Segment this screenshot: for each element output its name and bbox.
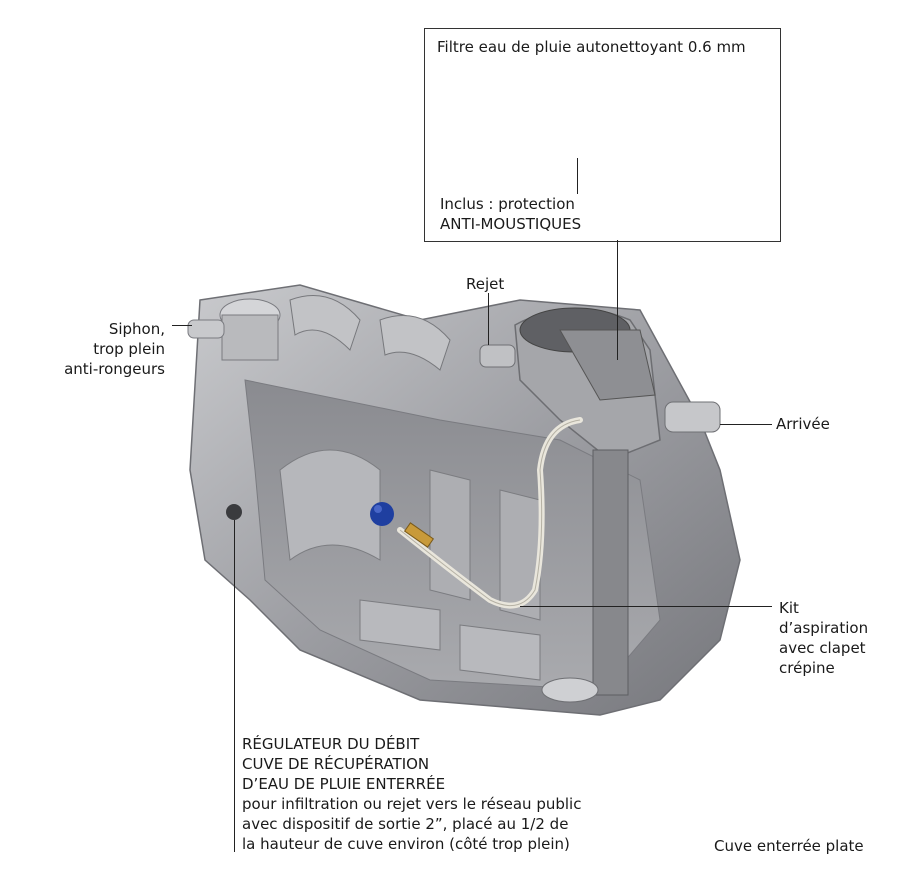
regulateur-leader-line bbox=[234, 520, 235, 852]
siphon-label-line3: anti-rongeurs bbox=[64, 360, 165, 378]
kit-label-line4: crépine bbox=[779, 659, 835, 677]
kit-label-line3: avec clapet bbox=[779, 639, 866, 657]
kit-leader-line bbox=[520, 606, 772, 607]
arrivee-leader-line bbox=[720, 424, 772, 425]
tank-body bbox=[187, 284, 741, 716]
regulateur-label-line1: RÉGULATEUR DU DÉBIT bbox=[242, 735, 420, 753]
filter-title: Filtre eau de pluie autonettoyant 0.6 mm bbox=[437, 38, 746, 56]
filter-callout-box bbox=[424, 28, 781, 242]
float-ball bbox=[370, 502, 394, 526]
regulateur-label-line4: pour infiltration ou rejet vers le résea… bbox=[242, 795, 582, 813]
kit-label-line2: d’aspiration bbox=[779, 619, 869, 637]
mosquito-leader-line bbox=[577, 158, 578, 194]
regulateur-label-line2: CUVE DE RÉCUPÉRATION bbox=[242, 755, 430, 773]
filter-leader-line bbox=[617, 240, 618, 360]
rejet-label: Rejet bbox=[466, 275, 505, 293]
mosquito-label-line1: Inclus : protection bbox=[440, 195, 575, 213]
arrivee-label: Arrivée bbox=[776, 415, 830, 433]
regulateur-label-line3: D’EAU DE PLUIE ENTERRÉE bbox=[242, 775, 446, 793]
siphon-label-line2: trop plein bbox=[93, 340, 165, 358]
caption: Cuve enterrée plate bbox=[714, 837, 864, 855]
siphon-leader-line bbox=[172, 325, 192, 326]
rejet-leader-line bbox=[488, 293, 489, 345]
siphon-label-line1: Siphon, bbox=[108, 320, 165, 338]
regulateur-label-line5: avec dispositif de sortie 2”, placé au 1… bbox=[242, 815, 569, 833]
regulateur-label-line6: la hauteur de cuve environ (côté trop pl… bbox=[242, 835, 570, 853]
kit-label-line1: Kit bbox=[779, 599, 799, 617]
mosquito-label-line2: ANTI-MOUSTIQUES bbox=[440, 215, 582, 233]
